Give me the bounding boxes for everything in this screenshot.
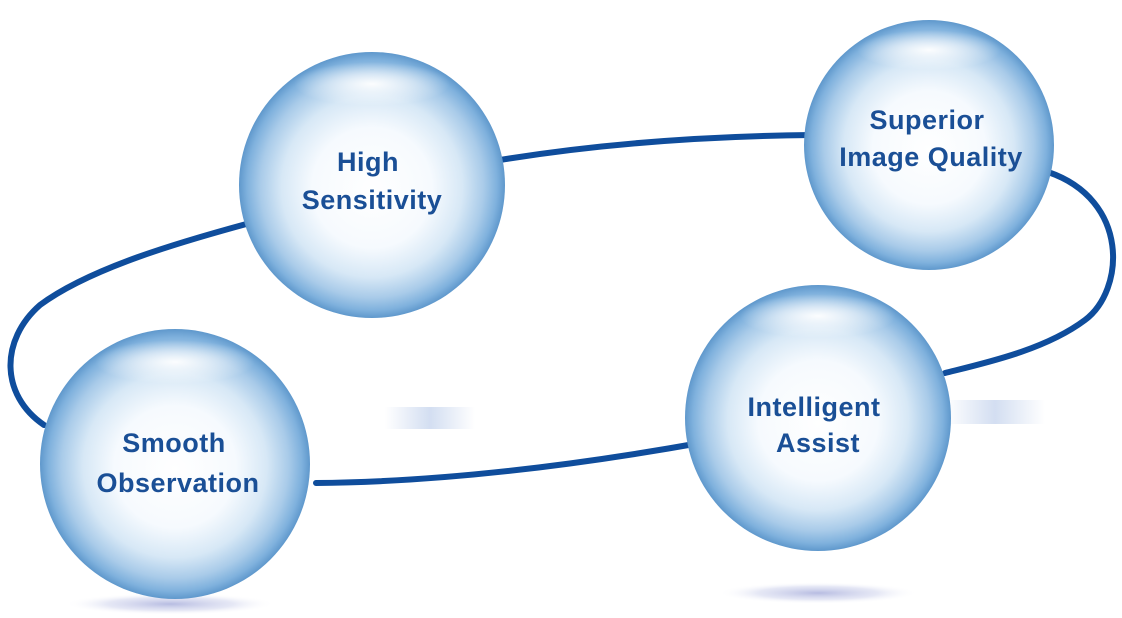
spheres: High Sensitivity Superior Image Quality … xyxy=(40,20,1054,599)
connection-ring xyxy=(7,132,1117,486)
sphere-label: Superior Image Quality xyxy=(839,105,1023,172)
shadow-smooth-observation xyxy=(65,593,275,615)
shadow-intelligent-assist xyxy=(718,582,918,604)
sphere-body xyxy=(239,52,505,318)
label-line-2: Assist xyxy=(776,428,860,458)
label-line-2: Sensitivity xyxy=(302,185,443,215)
sphere-body xyxy=(804,20,1054,270)
label-line-1: Smooth xyxy=(122,428,226,458)
ring-segment-smooth-to-high xyxy=(7,220,253,428)
sphere-intelligent-assist: Intelligent Assist xyxy=(685,285,951,551)
sphere-label: High Sensitivity xyxy=(302,147,443,215)
sphere-superior-image-quality: Superior Image Quality xyxy=(804,20,1054,270)
label-line-1: Superior xyxy=(869,105,984,135)
sphere-label: Smooth Observation xyxy=(96,428,259,498)
sphere-label: Intelligent Assist xyxy=(747,392,888,458)
reflection-streak-left xyxy=(385,407,475,429)
ring-segment-superior-to-intelligent xyxy=(942,169,1117,376)
sphere-body xyxy=(685,285,951,551)
ring-segment-high-to-superior xyxy=(497,132,815,163)
sphere-high-sensitivity: High Sensitivity xyxy=(239,52,505,318)
label-line-2: Observation xyxy=(96,468,259,498)
ring-segment-intelligent-to-smooth xyxy=(313,440,703,486)
sphere-body xyxy=(40,329,310,599)
sphere-highlight xyxy=(95,340,255,384)
label-line-1: High xyxy=(337,147,399,177)
sphere-smooth-observation: Smooth Observation xyxy=(40,329,310,599)
sphere-highlight xyxy=(294,62,450,106)
sphere-shadows xyxy=(65,400,1045,615)
label-line-1: Intelligent xyxy=(747,392,880,422)
label-line-2: Image Quality xyxy=(839,142,1023,172)
sphere-highlight xyxy=(740,294,896,338)
reflection-streak-right xyxy=(945,400,1045,424)
sphere-highlight xyxy=(857,30,1001,70)
